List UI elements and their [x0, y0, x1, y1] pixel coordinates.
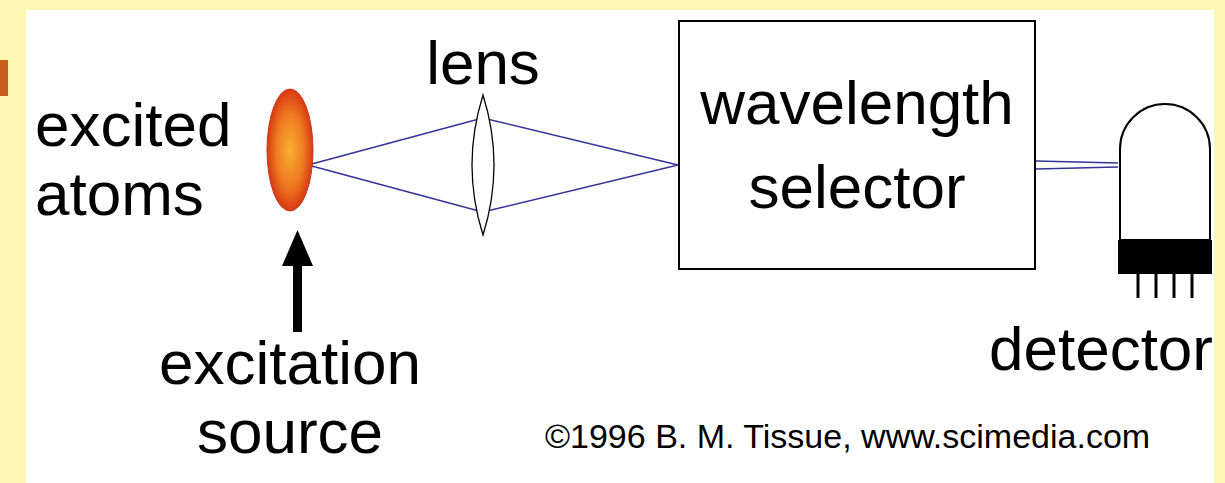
blob-outline [266, 88, 314, 212]
detector-pin [1191, 274, 1194, 298]
node-label: lens [426, 28, 540, 97]
detector-pin [1173, 274, 1176, 298]
excitation-arrow [282, 230, 313, 332]
node-label: detector [989, 314, 1213, 383]
source-label: excitation source [130, 328, 450, 467]
detector-outline [1118, 100, 1212, 300]
detector-pin [1155, 274, 1158, 298]
detector-symbol: detector [1118, 100, 1212, 300]
node-label: excited atoms [35, 90, 260, 229]
detector-pin [1137, 274, 1140, 298]
corner-tab [0, 60, 8, 96]
detector-base [1118, 240, 1212, 274]
detector-tube [1120, 104, 1210, 240]
light-ray [1036, 161, 1118, 169]
copyright-note: ©1996 B. M. Tissue, www.scimedia.com [545, 418, 1213, 455]
lens-outline [472, 95, 494, 235]
process-box: wavelength selector [678, 20, 1036, 270]
light-ray [487, 119, 678, 211]
lens-shape: lens [463, 95, 503, 235]
light-ray [308, 119, 479, 211]
atom-cloud [267, 89, 313, 211]
excited-atoms-source: excited atoms [266, 88, 314, 212]
lens-outline [463, 95, 503, 235]
node-label: wavelength selector [692, 61, 1022, 228]
